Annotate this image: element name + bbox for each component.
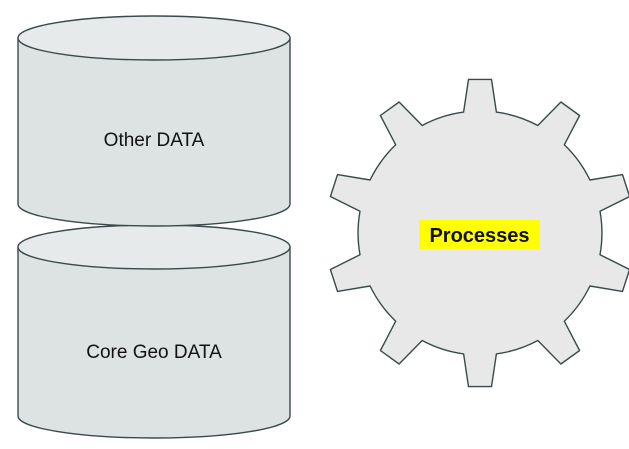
processes-label: Processes: [429, 225, 529, 247]
other-data-label: Other DATA: [104, 130, 205, 151]
other-data-cylinder: Other DATA: [17, 15, 291, 227]
core-geo-data-cylinder-body: [17, 246, 291, 439]
processes-highlight: [419, 220, 540, 249]
core-geo-data-cylinder: Core Geo DATA: [17, 224, 291, 439]
core-geo-data-label: Core Geo DATA: [86, 342, 222, 363]
other-data-cylinder-top: [17, 15, 291, 61]
processes-gear: Processes: [329, 78, 629, 388]
core-geo-data-cylinder-top: [17, 224, 291, 270]
other-data-cylinder-body: [17, 37, 291, 227]
